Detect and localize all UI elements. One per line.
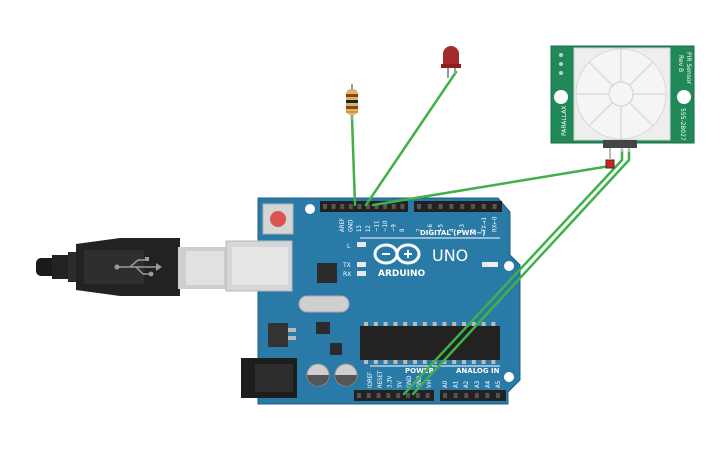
header-socket[interactable]: [492, 204, 497, 209]
header-socket[interactable]: [471, 204, 475, 209]
digital-pin-label: 7: [416, 229, 423, 232]
pir-title-line2: Rev B: [677, 55, 684, 72]
header-socket[interactable]: [464, 393, 469, 398]
header-socket[interactable]: [331, 204, 336, 209]
pir-out-pin[interactable]: [605, 159, 615, 169]
resistor[interactable]: [346, 84, 358, 120]
analog-pin-label: A4: [484, 380, 491, 388]
wire-resistor-to-gnd[interactable]: [350, 116, 357, 207]
digital-pin-label: ~3: [459, 224, 466, 232]
digital-header-left: [320, 201, 408, 212]
analog-pin-label: A0: [442, 380, 449, 388]
led-tx: [357, 262, 366, 267]
power-pin-label: GND: [416, 376, 423, 388]
header-socket[interactable]: [443, 393, 447, 398]
model-label: UNO: [432, 246, 468, 265]
red-led[interactable]: [441, 46, 461, 78]
header-socket[interactable]: [496, 393, 500, 398]
header-socket[interactable]: [357, 204, 362, 209]
power-pin-label: RESET: [377, 370, 384, 388]
digital-pin-label: ~6: [427, 223, 434, 232]
header-socket[interactable]: [474, 393, 479, 398]
arduino-uno-board: L TX RX ON ARDUINO UNO DIGITAL (PWM~) PO…: [225, 197, 521, 405]
wire-pir-vcc-to-5v[interactable]: [402, 148, 624, 396]
digital-pin-label: GND: [348, 220, 355, 232]
analog-pin-label: A1: [453, 381, 460, 388]
digital-pin-label: ~5: [438, 224, 445, 232]
led-on: [482, 262, 498, 267]
header-socket[interactable]: [386, 393, 391, 398]
digital-pin-label: AREF: [339, 218, 346, 232]
header-socket[interactable]: [366, 204, 370, 209]
reset-button-icon[interactable]: [262, 203, 294, 235]
digital-pin-label: RX←0: [492, 216, 499, 232]
header-socket[interactable]: [374, 204, 379, 209]
power-pin-label: GND: [406, 376, 413, 388]
pir-title-line1: PIR Sensor: [685, 52, 692, 85]
header-socket[interactable]: [348, 204, 353, 209]
header-socket[interactable]: [460, 204, 465, 209]
header-socket[interactable]: [481, 204, 486, 209]
digital-pin-label: 12: [365, 225, 372, 232]
digital-pin-label: 13: [356, 225, 363, 232]
led-rx-label: RX: [343, 271, 351, 278]
led-on-label: ON: [489, 262, 498, 269]
digital-pin-label: ~10: [382, 220, 389, 232]
power-pin-label: Vin: [426, 380, 433, 388]
pir-brand: PARALLAX: [561, 106, 568, 136]
usb-cable-icon: [36, 238, 226, 296]
header-socket[interactable]: [340, 204, 345, 209]
header-socket[interactable]: [453, 393, 458, 398]
pir-sensor[interactable]: PIR Sensor Rev B 555-28027 PARALLAX: [550, 45, 695, 169]
arduino-infinity-logo-icon: [373, 243, 421, 265]
digital-pin-label: 4: [448, 228, 455, 232]
wire-led-to-pin13[interactable]: [364, 70, 458, 207]
header-socket[interactable]: [415, 393, 420, 398]
power-pin-label: 3.3V: [387, 375, 394, 388]
pir-part-number: 555-28027: [679, 108, 686, 141]
header-socket[interactable]: [427, 204, 432, 209]
digital-pin-label: TX→1: [481, 217, 488, 233]
header-socket[interactable]: [383, 204, 388, 209]
analog-header: [440, 390, 506, 401]
power-header: [354, 390, 434, 401]
analog-pin-label: A3: [474, 381, 481, 388]
analog-header-label: ANALOG IN: [456, 367, 500, 375]
wire-pir-gnd-to-gnd[interactable]: [411, 148, 631, 396]
led-l-label: L: [347, 243, 351, 250]
digital-header-label: DIGITAL (PWM~): [420, 229, 485, 237]
header-socket[interactable]: [376, 393, 381, 398]
header-socket[interactable]: [425, 393, 430, 398]
header-socket[interactable]: [366, 393, 371, 398]
digital-pin-label: ~9: [391, 223, 398, 232]
header-socket[interactable]: [438, 204, 443, 209]
led-rx: [357, 271, 366, 276]
power-header-label: POWER: [405, 367, 435, 375]
header-socket[interactable]: [400, 204, 405, 209]
power-pin-label: 5V: [396, 381, 403, 388]
analog-pin-label: A2: [463, 381, 470, 388]
analog-pin-label: A5: [495, 381, 502, 388]
brand-label: ARDUINO: [378, 269, 426, 279]
microcontroller-chip: [360, 326, 500, 360]
header-socket[interactable]: [485, 393, 490, 398]
digital-pin-label: 2: [470, 229, 477, 232]
digital-pin-label: ~11: [373, 221, 380, 232]
header-socket[interactable]: [396, 393, 401, 398]
wire-pir-out-to-pin12[interactable]: [371, 164, 612, 207]
header-socket[interactable]: [391, 204, 396, 209]
led-tx-label: TX: [342, 262, 351, 269]
digital-header-right: [414, 201, 502, 212]
led-l: [357, 242, 366, 247]
header-socket[interactable]: [449, 204, 454, 209]
header-socket[interactable]: [357, 393, 361, 398]
digital-pin-label: 8: [399, 228, 406, 232]
header-socket[interactable]: [406, 393, 410, 398]
header-socket[interactable]: [323, 204, 327, 209]
header-socket[interactable]: [417, 204, 421, 209]
power-pin-label: IOREF: [367, 372, 374, 388]
